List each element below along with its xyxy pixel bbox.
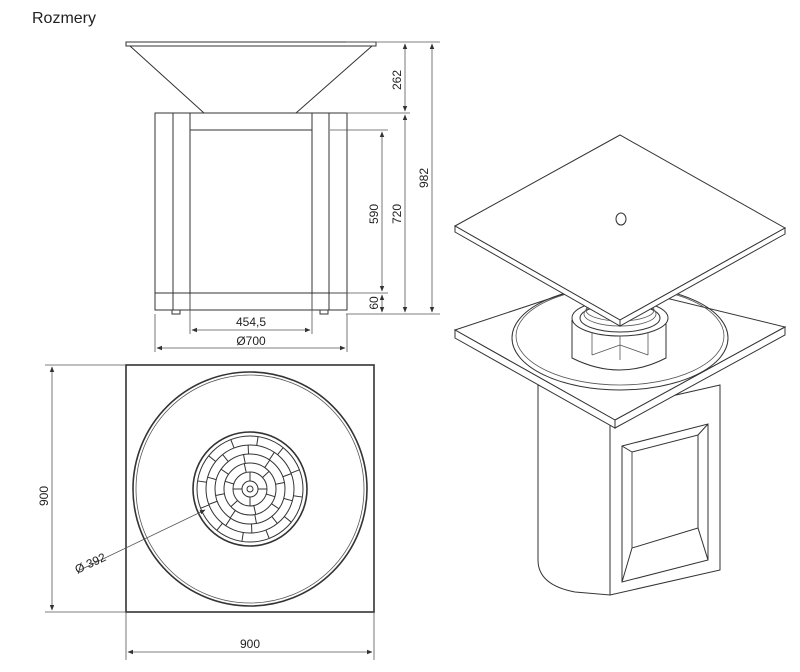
grate-spoke <box>225 480 234 485</box>
grate-spoke <box>271 503 280 510</box>
grate-spoke <box>230 439 235 449</box>
grate-spoke <box>207 476 217 481</box>
grate-spoke <box>208 500 218 505</box>
grate-spoke <box>241 532 244 542</box>
dim-454-5: 454,5 <box>236 315 266 329</box>
dim-grate-diameter: Ø 392 <box>73 550 109 577</box>
body-side-front <box>609 384 721 596</box>
bowl-rim <box>125 41 377 47</box>
dim-60: 60 <box>367 296 381 310</box>
grate-spoke <box>275 482 285 485</box>
bowl-cone <box>128 45 374 114</box>
isometric-view <box>453 134 787 596</box>
grate-spoke <box>282 473 292 478</box>
grate-spoke <box>243 454 246 464</box>
grate-spoke <box>271 516 278 524</box>
grate-spoke <box>254 514 257 524</box>
grate-spoke <box>266 493 275 498</box>
grate-spoke <box>225 517 232 526</box>
grate-spoke <box>215 493 225 496</box>
grate-spoke <box>253 505 257 515</box>
top-view: Ø 392 900 900 <box>37 364 375 660</box>
grate-spoke <box>230 500 238 508</box>
dim-982: 982 <box>417 168 431 188</box>
lid-handle-hole <box>615 212 627 226</box>
top-plate <box>125 364 375 613</box>
grate-spoke <box>222 454 229 462</box>
grate-spoke <box>293 495 303 498</box>
dim-262: 262 <box>390 70 404 90</box>
dim-720: 720 <box>390 204 404 224</box>
grate-spoke <box>200 504 210 509</box>
dim-diameter-700: Ø700 <box>236 334 266 348</box>
body-opening <box>189 129 313 294</box>
body-outline <box>154 112 348 311</box>
grate-spoke <box>229 510 236 519</box>
grate <box>192 431 308 547</box>
grate-spoke <box>216 522 223 531</box>
grate-spoke <box>264 459 271 468</box>
grate-spoke <box>268 452 275 461</box>
dim-width-900: 900 <box>240 637 260 651</box>
page-title: Rozmery <box>32 10 97 27</box>
front-view: 262 720 982 590 60 454,5 Ø700 <box>125 41 440 352</box>
dim-590: 590 <box>367 204 381 224</box>
grate-spoke <box>283 497 293 502</box>
grate-spoke <box>262 470 270 478</box>
grate-spoke <box>220 468 229 475</box>
grate-spoke <box>208 455 217 462</box>
grate-spoke <box>256 436 259 446</box>
grate-spoke <box>243 463 247 473</box>
dim-height-900: 900 <box>37 486 51 506</box>
grate-spoke <box>277 447 284 456</box>
grate-spoke <box>197 480 207 483</box>
grate-spoke <box>265 529 270 539</box>
grate-spoke <box>290 469 300 474</box>
lid-top <box>453 134 787 321</box>
cooking-ring-outer <box>132 371 368 607</box>
grate-spoke <box>283 516 292 523</box>
